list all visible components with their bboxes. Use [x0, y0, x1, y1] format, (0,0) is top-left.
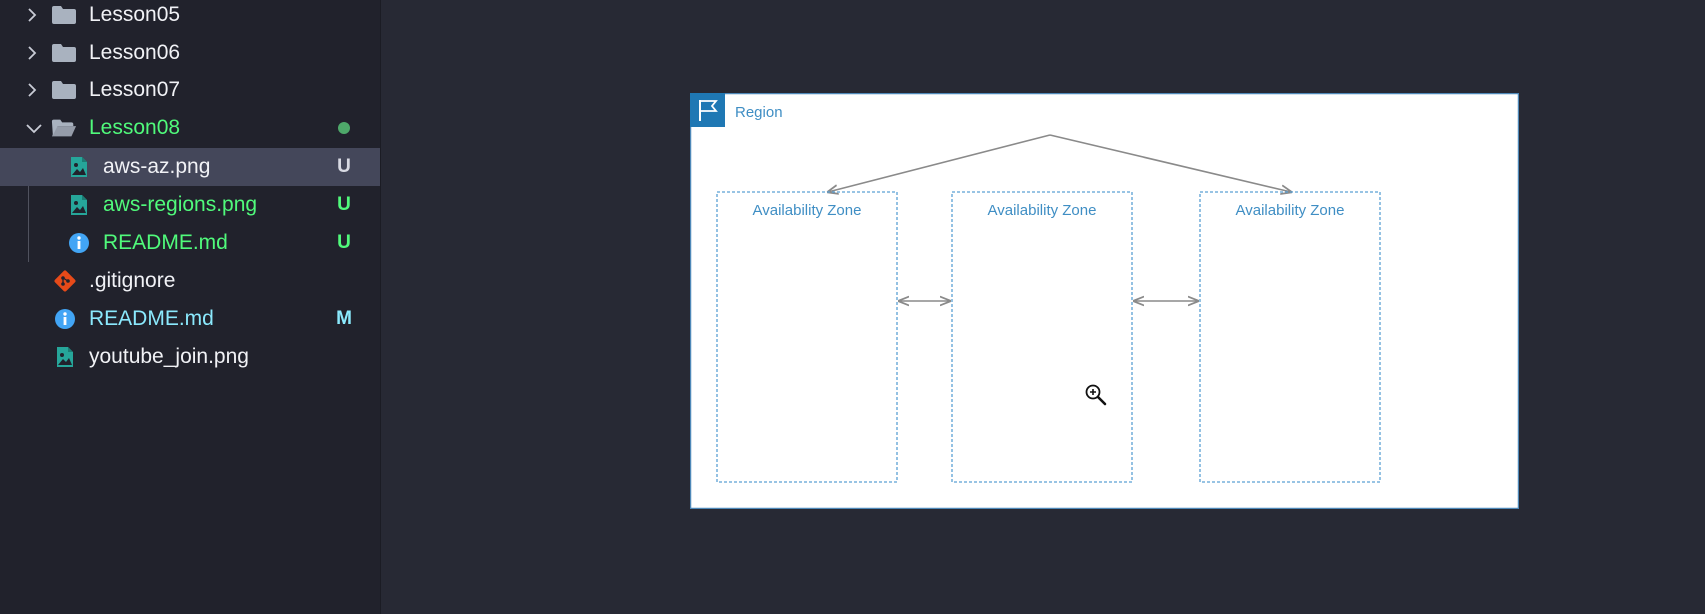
tree-item-label: youtube_join.png: [89, 345, 249, 368]
git-status-badge: U: [337, 232, 351, 253]
tree-folder-lesson06[interactable]: Lesson06: [0, 34, 380, 72]
git-icon: [52, 270, 78, 292]
folder-open-icon: [51, 117, 77, 139]
indent-guide: [28, 148, 29, 262]
region-to-zone1-arrow: [828, 134, 1051, 192]
tree-item-label: Lesson08: [89, 116, 181, 139]
tree-file-aws-az-png[interactable]: aws-az.png U: [0, 148, 380, 186]
tree-item-label: Lesson06: [89, 41, 181, 64]
availability-zone-1: Availability Zone: [716, 191, 898, 483]
git-status-badge: U: [337, 156, 351, 177]
image-preview-pane: Region Availability Zone Availability Zo…: [381, 0, 1705, 614]
folder-icon: [51, 4, 77, 26]
chevron-down-icon[interactable]: [24, 120, 44, 136]
region-flag-icon: [690, 93, 725, 127]
tree-file-readme-md-root[interactable]: README.md M: [0, 300, 380, 338]
region-diagram: Region Availability Zone Availability Zo…: [689, 92, 1520, 510]
tree-folder-lesson07[interactable]: Lesson07: [0, 71, 380, 109]
zoom-in-cursor-icon: [1084, 383, 1108, 407]
tree-item-label: Lesson05: [89, 3, 181, 26]
info-icon: [52, 308, 78, 330]
tree-file-readme-md[interactable]: README.md U: [0, 224, 380, 262]
git-status-badge: U: [337, 194, 351, 215]
region-to-zone3-arrow: [1049, 134, 1291, 192]
git-status-badge: M: [336, 308, 352, 329]
aws-az-image[interactable]: Region Availability Zone Availability Zo…: [689, 92, 1520, 510]
tree-file-gitignore[interactable]: .gitignore: [0, 262, 380, 300]
tree-item-label: README.md: [103, 231, 228, 254]
folder-icon: [51, 42, 77, 64]
tree-item-label: aws-regions.png: [103, 193, 258, 216]
availability-zone-3: Availability Zone: [1199, 191, 1381, 483]
file-explorer: Lesson05 Lesson06 Lesson07: [0, 0, 381, 614]
region-label: Region: [735, 104, 783, 121]
info-icon: [66, 232, 92, 254]
tree-item-label: .gitignore: [89, 269, 176, 292]
zone-label: Availability Zone: [988, 202, 1097, 219]
image-file-icon: [52, 346, 78, 368]
chevron-right-icon[interactable]: [24, 45, 40, 61]
tree-file-aws-regions-png[interactable]: aws-regions.png U: [0, 186, 380, 224]
zone-label: Availability Zone: [1236, 202, 1345, 219]
zone-label: Availability Zone: [753, 202, 862, 219]
git-changes-dot: [338, 122, 350, 134]
image-file-icon: [66, 194, 92, 216]
availability-zone-2: Availability Zone: [951, 191, 1133, 483]
tree-item-label: Lesson07: [89, 78, 181, 101]
chevron-right-icon[interactable]: [24, 82, 40, 98]
region-frame: [689, 92, 1520, 510]
tree-item-label: README.md: [89, 307, 214, 330]
image-file-icon: [66, 156, 92, 178]
tree-file-youtube-join-png[interactable]: youtube_join.png: [0, 338, 380, 376]
tree-folder-lesson08[interactable]: Lesson08: [0, 109, 380, 147]
tree-folder-lesson05[interactable]: Lesson05: [0, 0, 380, 34]
folder-icon: [51, 79, 77, 101]
tree-item-label: aws-az.png: [103, 155, 211, 178]
chevron-right-icon[interactable]: [24, 7, 40, 23]
